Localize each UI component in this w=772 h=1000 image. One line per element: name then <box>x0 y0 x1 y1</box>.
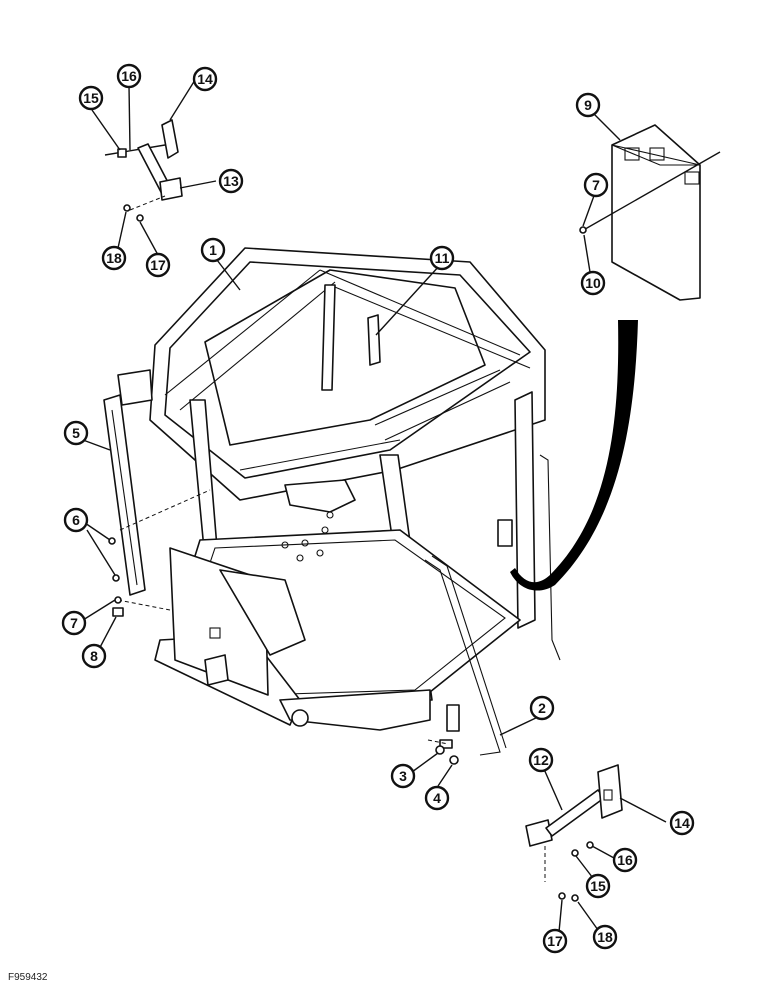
svg-text:6: 6 <box>72 512 80 528</box>
callout-16-bottom: 16 <box>612 847 638 873</box>
wire-harness <box>510 320 638 591</box>
mirror-bracket-assembly-upper <box>104 119 183 222</box>
callout-12: 12 <box>528 747 554 773</box>
svg-text:14: 14 <box>674 815 690 831</box>
svg-text:16: 16 <box>121 68 137 84</box>
svg-text:4: 4 <box>433 790 441 806</box>
callout-3: 3 <box>390 763 416 789</box>
callout-17-bottom: 17 <box>542 928 568 954</box>
svg-text:5: 5 <box>72 425 80 441</box>
callout-16-top: 16 <box>116 63 142 89</box>
callout-18-bottom: 18 <box>592 924 618 950</box>
svg-text:16: 16 <box>617 852 633 868</box>
callout-1: 1 <box>200 237 226 263</box>
svg-text:15: 15 <box>590 878 606 894</box>
callout-10: 10 <box>580 270 606 296</box>
callout-17-top: 17 <box>145 252 171 278</box>
callout-14-top: 14 <box>192 66 218 92</box>
svg-text:10: 10 <box>585 275 601 291</box>
callout-5: 5 <box>63 420 89 446</box>
callout-14-bottom: 14 <box>669 810 695 836</box>
side-trim-strip <box>103 394 211 611</box>
svg-text:17: 17 <box>547 933 563 949</box>
cab-frame <box>117 247 561 756</box>
callout-8: 8 <box>81 643 107 669</box>
svg-text:17: 17 <box>150 257 166 273</box>
svg-text:9: 9 <box>584 97 592 113</box>
svg-text:12: 12 <box>533 752 549 768</box>
callout-9: 9 <box>575 92 601 118</box>
callout-15-bottom: 15 <box>585 873 611 899</box>
callout-7-left: 7 <box>61 610 87 636</box>
svg-text:18: 18 <box>106 250 122 266</box>
svg-text:11: 11 <box>435 250 450 266</box>
svg-text:3: 3 <box>399 768 407 784</box>
mirror-bracket-assembly-lower <box>525 764 623 902</box>
svg-text:7: 7 <box>592 177 600 193</box>
svg-text:2: 2 <box>538 700 546 716</box>
handrail-fasteners <box>427 739 459 765</box>
callout-18-top: 18 <box>101 245 127 271</box>
svg-text:14: 14 <box>197 71 213 87</box>
svg-text:15: 15 <box>83 90 99 106</box>
center-plate <box>367 314 381 366</box>
callout-13: 13 <box>218 168 244 194</box>
svg-text:1: 1 <box>209 242 217 258</box>
callout-2: 2 <box>529 695 555 721</box>
callout-11: 11 <box>429 245 455 271</box>
svg-text:18: 18 <box>597 929 613 945</box>
svg-text:8: 8 <box>90 648 98 664</box>
callout-7-right: 7 <box>583 172 609 198</box>
side-fasteners <box>108 537 124 617</box>
svg-text:13: 13 <box>223 173 239 189</box>
callout-4: 4 <box>424 785 450 811</box>
figure-id: F959432 <box>8 972 48 983</box>
svg-text:7: 7 <box>70 615 78 631</box>
callout-6: 6 <box>63 507 89 533</box>
callout-15-top: 15 <box>78 85 104 111</box>
electronic-module <box>579 124 721 301</box>
leader-lines <box>82 79 667 933</box>
